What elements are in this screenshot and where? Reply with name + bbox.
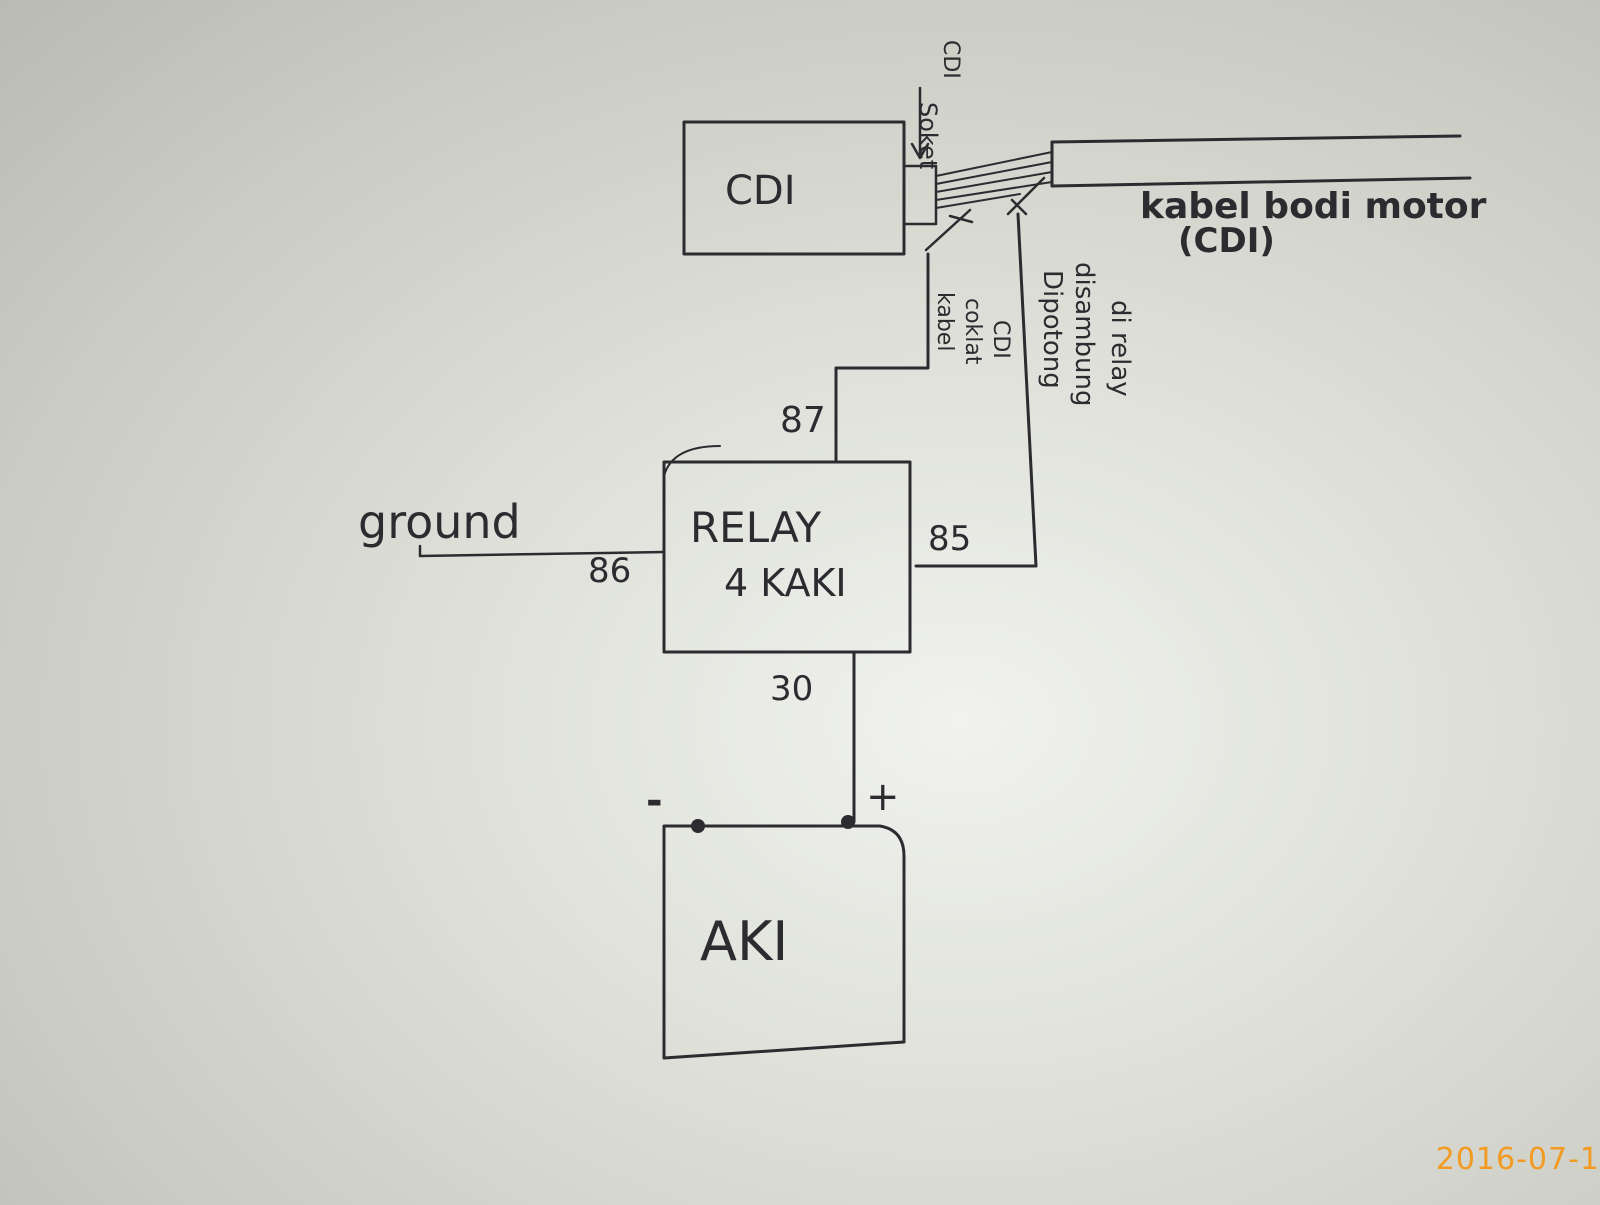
coklat-label: coklat <box>960 298 985 365</box>
coklat-kabel-label: kabel <box>932 292 957 351</box>
wire-bundle <box>935 151 1053 209</box>
battery-box: AKI <box>662 824 906 1060</box>
battery-label: AKI <box>700 910 788 973</box>
relay-box: RELAY 4 KAKI <box>662 445 912 654</box>
battery-plus-label: + <box>866 774 900 820</box>
disambung-label: disambung <box>1069 262 1099 407</box>
pin-30-label: 30 <box>770 669 813 709</box>
pin-87-label: 87 <box>780 400 826 441</box>
socket-arrow-icon <box>910 86 930 160</box>
cut-mark-right-icon <box>1006 176 1046 216</box>
cdi-box: CDI <box>682 120 906 256</box>
wire-ground <box>418 544 666 558</box>
relay-kaki-label: 4 KAKI <box>724 561 847 605</box>
battery-negative-terminal <box>691 819 705 833</box>
kabel-bodi-label: kabel bodi motor <box>1140 186 1487 227</box>
cut-mark-left-icon <box>924 208 974 252</box>
ground-label: ground <box>358 495 521 549</box>
cdi-label: CDI <box>725 168 796 214</box>
pin-85-label: 85 <box>928 519 971 559</box>
kabel-bodi-cdi-label: (CDI) <box>1178 221 1275 261</box>
battery-minus-label: - <box>646 778 663 824</box>
coklat-cdi-label: CDI <box>988 320 1013 359</box>
photo-timestamp: 2016-07-1 <box>1435 1142 1600 1177</box>
soket-label: Soket <box>914 102 942 169</box>
relay-label: RELAY <box>690 503 822 552</box>
wire-dipotong <box>914 212 1038 568</box>
cdi-socket <box>902 164 938 226</box>
battery-positive-terminal <box>841 815 855 829</box>
dipotong-label: Dipotong <box>1037 270 1067 389</box>
wire-coklat <box>834 252 930 462</box>
pin-86-label: 86 <box>588 551 631 591</box>
body-cable <box>1050 134 1472 188</box>
direlay-label: di relay <box>1105 300 1135 397</box>
soket-cdi-label: CDI <box>938 40 963 79</box>
